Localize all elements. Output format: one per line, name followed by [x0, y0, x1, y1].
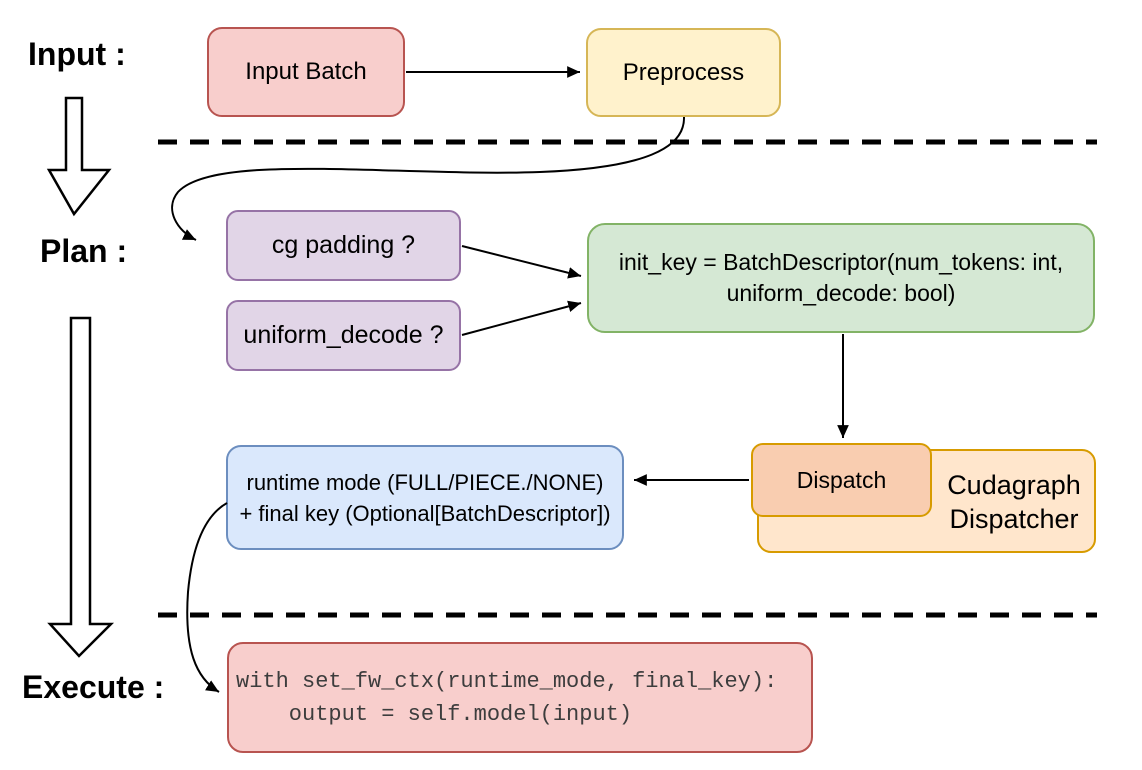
- node-runtime-mode-line1: runtime mode (FULL/PIECE./NONE): [246, 469, 604, 495]
- arrow-uniform-decode-to-init-key: [461, 300, 582, 336]
- node-input-batch: Input Batch: [207, 27, 405, 117]
- node-runtime-mode-line2: + final key (Optional[BatchDescriptor]): [239, 500, 611, 526]
- node-input-batch-label: Input Batch: [245, 58, 367, 85]
- node-preprocess: Preprocess: [586, 28, 781, 117]
- cudagraph-label-line1: Cudagraph: [947, 470, 1081, 500]
- node-dispatch-label: Dispatch: [796, 466, 887, 493]
- arrow-cg-padding-to-init-key: [461, 245, 582, 279]
- stage-label-execute: Execute :: [22, 669, 165, 705]
- stage-arrow-input-to-plan: [46, 96, 112, 217]
- cudagraph-label-line2: Dispatcher: [949, 504, 1079, 534]
- node-dispatch: Dispatch: [751, 443, 932, 517]
- node-cudagraph-dispatcher-label: Cudagraph Dispatcher: [932, 468, 1096, 536]
- node-uniform-decode: uniform_decode ?: [226, 300, 461, 371]
- arrow-runtime-mode-to-execute-code: [186, 502, 228, 693]
- stage-arrow-plan-to-execute: [47, 316, 115, 658]
- node-cg-padding-label: cg padding ?: [271, 231, 416, 259]
- node-runtime-mode: runtime mode (FULL/PIECE./NONE) + final …: [226, 445, 624, 550]
- node-uniform-decode-label: uniform_decode ?: [243, 321, 444, 349]
- node-execute-code: with set_fw_ctx(runtime_mode, final_key)…: [227, 642, 813, 753]
- stage-label-plan: Plan :: [40, 233, 128, 269]
- node-init-key-line1: init_key = BatchDescriptor(num_tokens: i…: [618, 249, 1064, 275]
- execute-code-line2: output = self.model(input): [236, 701, 633, 727]
- stage-label-input: Input :: [28, 36, 126, 72]
- node-init-key-line2: uniform_decode: bool): [726, 280, 956, 306]
- node-preprocess-label: Preprocess: [622, 58, 745, 86]
- execute-code-line1: with set_fw_ctx(runtime_mode, final_key)…: [236, 668, 778, 694]
- node-cg-padding: cg padding ?: [226, 210, 461, 281]
- node-init-key: init_key = BatchDescriptor(num_tokens: i…: [587, 223, 1095, 333]
